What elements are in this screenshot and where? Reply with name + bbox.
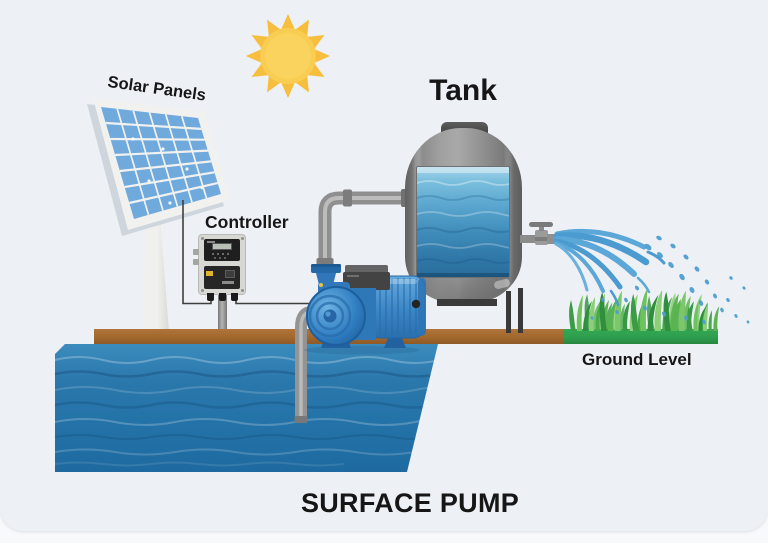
sun-icon-svg	[246, 14, 330, 98]
surface-pump-title: SURFACE PUMP	[300, 488, 520, 518]
solar-panel-cells	[101, 107, 221, 219]
water-waves-svg	[55, 356, 438, 467]
controller-cable-gland-1	[207, 293, 214, 301]
controller-button	[212, 253, 214, 255]
controller-side-connector-1	[193, 249, 199, 255]
delivery-pipe-highlight	[323, 196, 410, 272]
controller-display	[212, 243, 232, 250]
water-body	[55, 344, 438, 472]
ground-level-label: Ground Level	[582, 350, 692, 369]
ground-grass-strip	[563, 329, 718, 344]
sun-icon	[245, 13, 331, 99]
water-spray-streams	[553, 228, 666, 307]
surface-pump-icon	[288, 252, 438, 357]
tank-water-window	[416, 166, 510, 278]
controller-side-connector-2	[193, 259, 199, 265]
water-spray-svg	[520, 222, 750, 325]
tank-under-bar	[437, 299, 497, 306]
suction-pipe-cap	[294, 416, 308, 423]
solar-panel-icon	[75, 85, 245, 245]
solar-panel-sparkles	[131, 137, 204, 205]
controller-top-panel	[204, 239, 240, 261]
controller-screw-bl	[201, 289, 204, 292]
controller-brand-strip	[207, 240, 215, 243]
controller-button-row2	[214, 257, 216, 259]
controller-screw-tr	[241, 237, 244, 240]
controller-screw-tl	[201, 237, 204, 240]
tap-valve-icon	[520, 222, 556, 245]
surface-pump-svg	[304, 264, 426, 355]
controller-pole	[218, 294, 227, 332]
controller-cable-gland-3	[231, 293, 238, 301]
controller-warning-label	[206, 271, 213, 276]
controller-bottom-panel	[204, 266, 240, 289]
solar-panel-svg	[87, 98, 230, 236]
tank-water-waves-svg	[417, 167, 509, 277]
diagram-card: Solar Panels Controller Tank Ground Leve…	[55, 13, 750, 518]
controller-label: Controller	[205, 212, 289, 232]
controller-port	[225, 270, 235, 278]
solar-panel-grid-rows	[105, 121, 218, 205]
controller-cable-gland-2	[219, 293, 226, 301]
tank-leg-3	[506, 291, 511, 333]
pipe-coupling-elbow	[343, 189, 352, 207]
tank-leg-4	[518, 288, 523, 333]
controller-device-icon	[193, 234, 246, 301]
controller-screw-br	[241, 289, 244, 292]
controller-label-strip	[222, 281, 234, 284]
solar-panel-grid-cols	[116, 108, 208, 216]
water-spray-droplets	[590, 235, 750, 325]
sun-disc-inner	[265, 33, 311, 79]
tank-label: Tank	[429, 74, 497, 107]
